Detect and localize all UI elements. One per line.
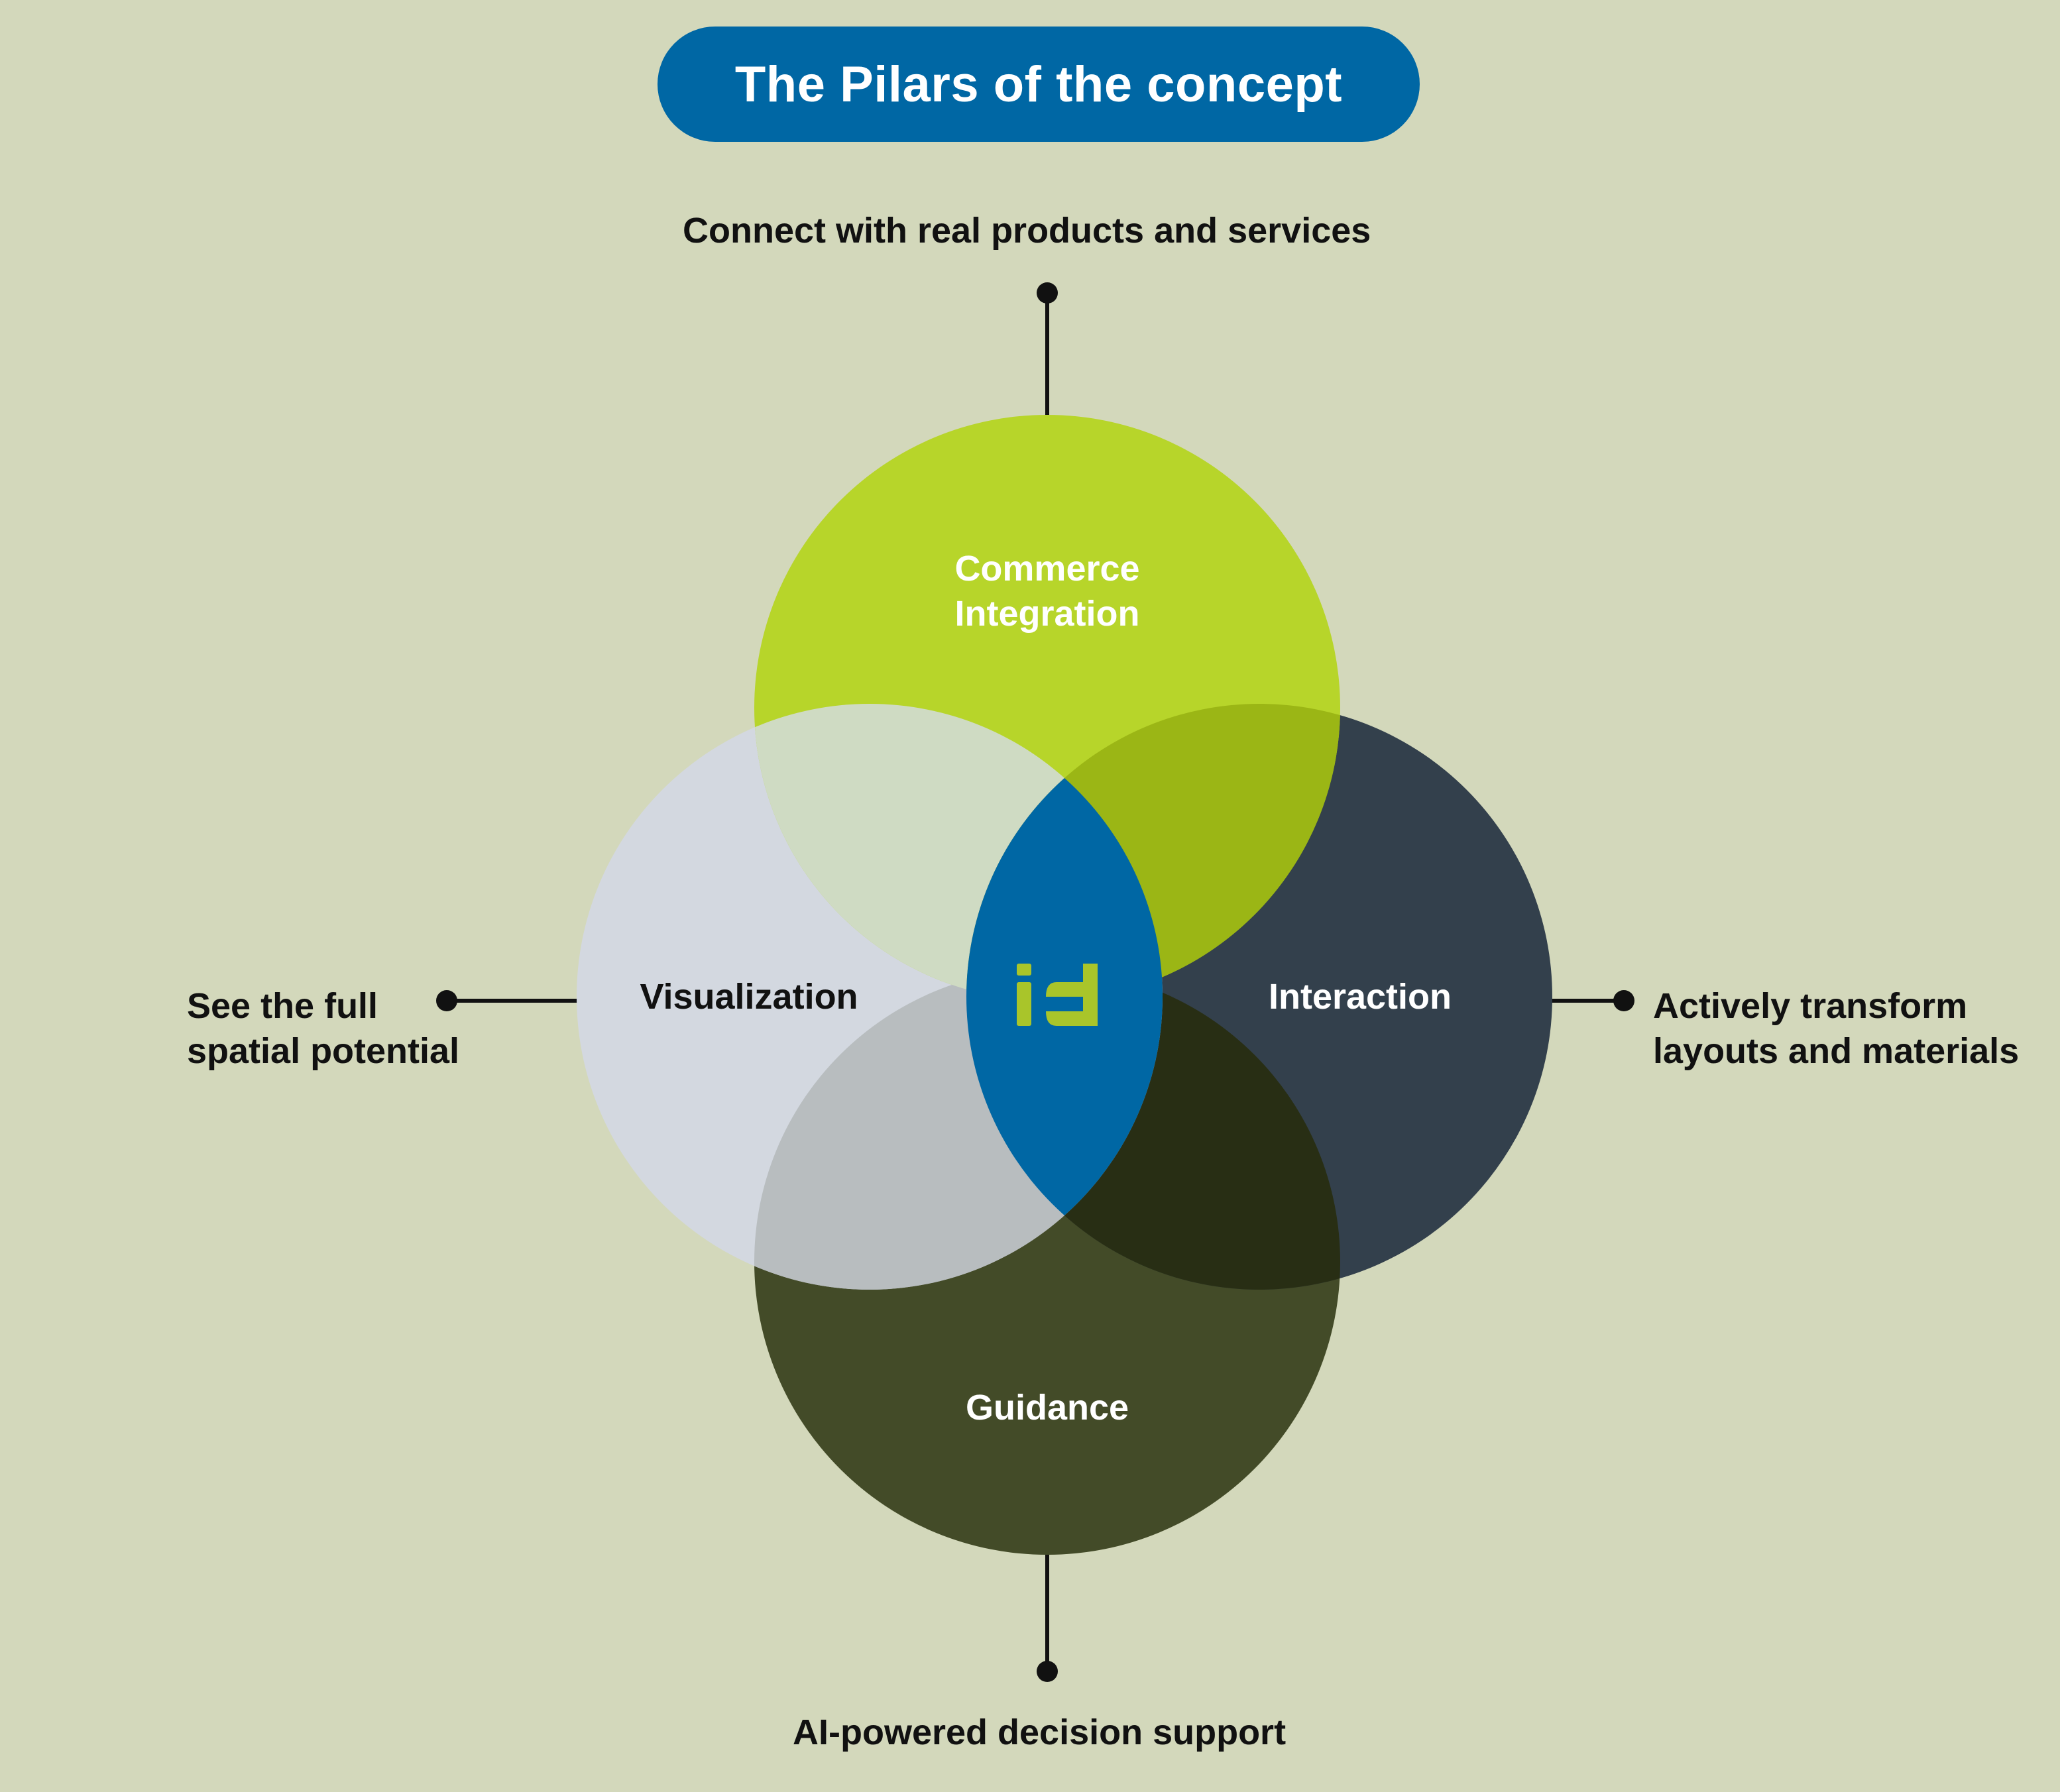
description-top: Connect with real products and services	[683, 211, 1371, 251]
description-left: See the full spatial potential	[187, 983, 532, 1074]
description-left-line2: spatial potential	[187, 1031, 460, 1071]
description-left-line1: See the full	[187, 986, 378, 1026]
pilar-commerce-line1: Commerce	[954, 549, 1140, 588]
connector-right-dot	[1613, 990, 1634, 1011]
description-right-line2: layouts and materials	[1653, 1031, 2020, 1071]
center-lens	[966, 704, 1163, 1290]
description-right-line1: Actively transform	[1653, 986, 1968, 1026]
pilar-interaction-label: Interaction	[1268, 977, 1452, 1017]
id-logo-icon	[1017, 964, 1098, 1026]
pilar-commerce-label: Commerce Integration	[915, 546, 1180, 636]
connector-top-dot	[1037, 282, 1058, 304]
description-bottom: AI-powered decision support	[793, 1712, 1287, 1752]
connector-left-dot	[436, 990, 457, 1011]
connector-bottom-dot	[1037, 1661, 1058, 1682]
description-right: Actively transform layouts and materials	[1653, 983, 2051, 1074]
pilar-guidance-label: Guidance	[965, 1388, 1129, 1428]
pilar-visualization-label: Visualization	[640, 977, 858, 1017]
title-pill: The Pilars of the concept	[658, 27, 1420, 142]
pilar-commerce-line2: Integration	[954, 594, 1140, 634]
